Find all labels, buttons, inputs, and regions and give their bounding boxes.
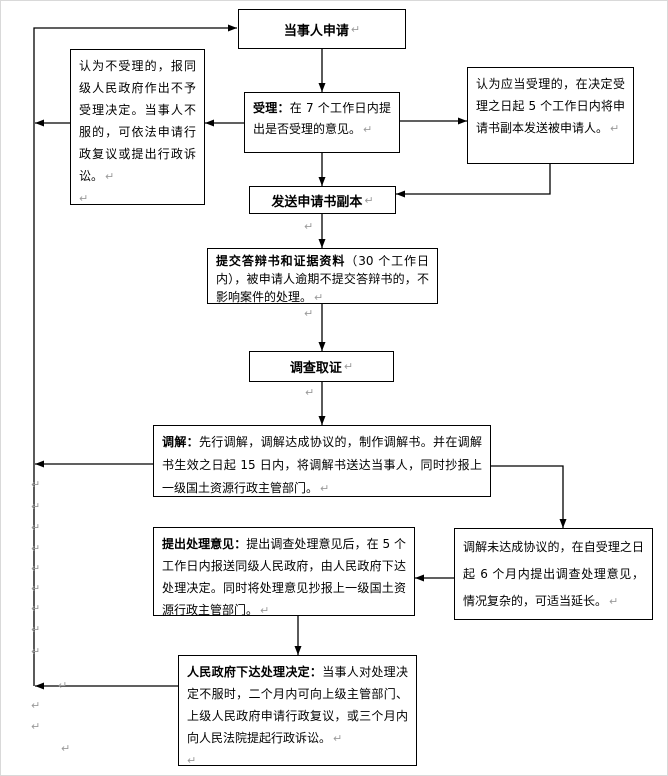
paragraph-mark: ↵: [58, 679, 68, 692]
paragraph-mark: ↵: [305, 386, 315, 399]
flow-box-government-decision: 人民政府下达处理决定：当事人对处理决定不服时，二个月内可向上级主管部门、上级人民…: [178, 655, 417, 767]
paragraph-mark: ↵: [31, 720, 41, 733]
paragraph-mark: ↵: [31, 645, 41, 658]
flow-box-title: 调查取证: [289, 361, 342, 376]
paragraph-mark: ↵: [31, 623, 41, 636]
flow-box-send-application-copy: 发送申请书副本↵: [249, 186, 396, 214]
flow-box-text: （30 个工作日内），被申请人逾期不提交答辩书的，不影响案件的处理。: [216, 254, 429, 304]
flow-box-mediation: 调解：先行调解，调解达成协议的，制作调解书。并在调解书生效之日起 15 日内，将…: [153, 425, 491, 497]
flow-box-no-agreement-note: 调解未达成协议的，在自受理之日起 6 个月内提出调查处理意见，情况复杂的，可适当…: [454, 528, 653, 620]
paragraph-mark: ↵: [31, 562, 41, 575]
paragraph-mark: ↵: [79, 192, 89, 205]
flow-box-lead: 提交答辩书和证据资料: [216, 254, 346, 268]
paragraph-mark: ↵: [304, 307, 314, 320]
paragraph-mark: ↵: [187, 754, 197, 767]
flow-box-acceptance: 受理：在 7 个工作日内提出是否受理的意见。↵: [244, 92, 400, 153]
flow-box-text: 先行调解，调解达成协议的，制作调解书。并在调解书生效之日起 15 日内，将调解书…: [162, 435, 482, 495]
paragraph-mark: ↵: [31, 542, 41, 555]
flow-box-text: 在 7 个工作日内提出是否受理的意见。: [253, 101, 391, 136]
paragraph-mark: ↵: [333, 732, 343, 745]
paragraph-mark: ↵: [314, 291, 324, 304]
paragraph-mark: ↵: [31, 699, 41, 712]
flow-box-text: 认为不受理的，报同级人民政府作出不予受理决定。当事人不服的，可依法申请行政复议或…: [79, 59, 196, 183]
paragraph-mark: ↵: [61, 742, 71, 755]
flow-box-text: 当事人对处理决定不服时，二个月内可向上级主管部门、上级人民政府申请行政复议，或三…: [187, 665, 408, 745]
paragraph-mark: ↵: [260, 604, 270, 617]
paragraph-mark: ↵: [31, 500, 41, 513]
flow-box-lead: 提出处理意见：: [162, 537, 247, 551]
flow-box-not-accepted-note: 认为不受理的，报同级人民政府作出不予受理决定。当事人不服的，可依法申请行政复议或…: [70, 49, 205, 205]
paragraph-mark: ↵: [343, 360, 354, 373]
paragraph-mark: ↵: [31, 582, 41, 595]
paragraph-mark: ↵: [610, 122, 620, 135]
connector-shouldaccept-send: [396, 164, 551, 198]
paragraph-mark: ↵: [31, 521, 41, 534]
flow-box-investigation: 调查取证↵: [249, 351, 394, 382]
flow-box-should-accept-note: 认为应当受理的，在决定受理之日起 5 个工作日内将申请书副本发送被申请人。↵: [467, 67, 634, 164]
flow-box-title: 当事人申请: [283, 23, 349, 39]
flow-box-text: 调解未达成协议的，在自受理之日起 6 个月内提出调查处理意见，情况复杂的，可适当…: [463, 540, 644, 608]
paragraph-mark: ↵: [31, 602, 41, 615]
flow-box-lead: 人民政府下达处理决定：: [187, 665, 323, 679]
flow-box-text: 认为应当受理的，在决定受理之日起 5 个工作日内将申请书副本发送被申请人。: [476, 77, 625, 135]
paragraph-mark: ↵: [364, 193, 374, 207]
connector-loopback-to-apply: [33, 24, 237, 686]
flow-box-title: 发送申请书副本: [271, 194, 363, 210]
paragraph-mark: ↵: [350, 22, 361, 36]
paragraph-mark: ↵: [320, 482, 330, 495]
connector-mediate-noagreement: [491, 465, 567, 528]
paragraph-mark: ↵: [609, 595, 619, 608]
paragraph-mark: ↵: [31, 478, 41, 491]
flow-box-text: 提出调查处理意见后，在 5 个工作日内报送同级人民政府，由人民政府下达处理决定。…: [162, 537, 406, 617]
paragraph-mark: ↵: [363, 123, 373, 136]
flow-box-lead: 调解：: [162, 435, 199, 449]
flow-box-submit-defense: 提交答辩书和证据资料（30 个工作日内），被申请人逾期不提交答辩书的，不影响案件…: [207, 248, 438, 304]
flow-box-lead: 受理：: [253, 101, 290, 115]
paragraph-mark: ↵: [304, 220, 314, 233]
flow-box-party-application: 当事人申请↵: [238, 9, 406, 49]
flow-box-handling-opinion: 提出处理意见：提出调查处理意见后，在 5 个工作日内报送同级人民政府，由人民政府…: [153, 527, 415, 617]
paragraph-mark: ↵: [105, 170, 115, 183]
